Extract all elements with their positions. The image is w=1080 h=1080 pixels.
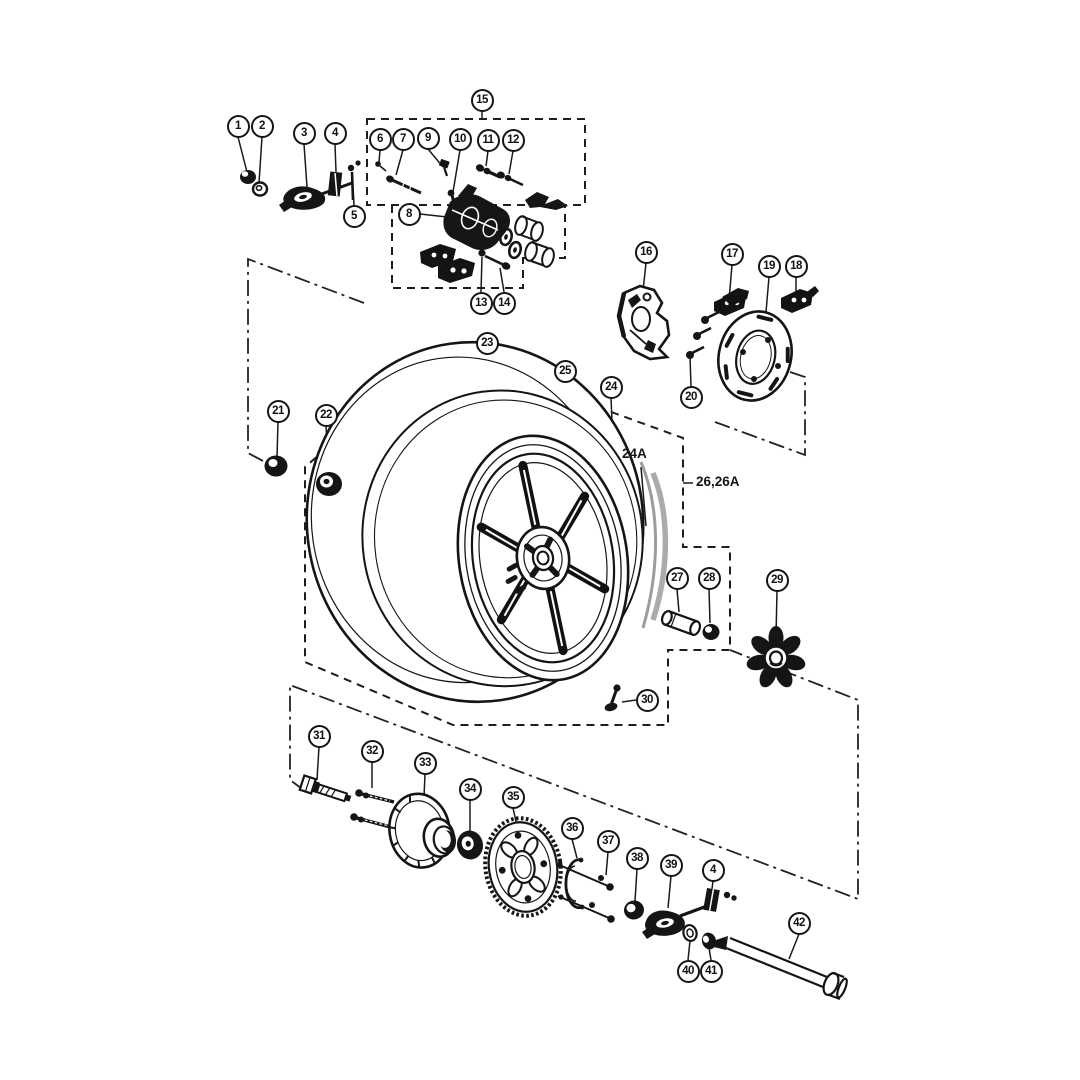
callout-11: 11 <box>476 128 500 152</box>
pad-pin-part-13 <box>478 249 486 257</box>
hub-studs <box>505 562 527 594</box>
callout-2: 2 <box>250 114 274 138</box>
pin-part-5 <box>347 160 361 201</box>
brake-disc-group <box>616 284 819 402</box>
caliper-bracket-part-16 <box>616 284 671 361</box>
rim-band-24A <box>639 461 657 629</box>
brake-pad-part-17 <box>714 288 749 316</box>
brake-hose-clamp <box>525 192 568 210</box>
adjuster-block-part-4 <box>327 171 343 197</box>
callout-4: 4 <box>323 121 347 145</box>
part-label-24A: 24A <box>622 446 647 461</box>
adjuster-block-part-4b <box>703 887 720 912</box>
screw-part-6 <box>375 161 381 167</box>
callout-33: 33 <box>413 751 437 775</box>
pad-bolt-part-14 <box>484 254 511 270</box>
bottom-hub-sprocket-group <box>298 774 848 1001</box>
callout-10: 10 <box>448 127 472 151</box>
callout-32: 32 <box>360 739 384 763</box>
part-label-26-26A: 26,26A <box>696 474 740 489</box>
phantom-lines <box>247 257 859 901</box>
callout-22: 22 <box>314 403 338 427</box>
left-spacer-seal <box>264 455 342 496</box>
callout-25: 25 <box>553 359 577 383</box>
nut-part-41 <box>701 932 717 950</box>
washer-part-40 <box>682 923 698 943</box>
callout-4-b: 4 <box>701 858 725 882</box>
callout-16: 16 <box>634 240 658 264</box>
callout-42: 42 <box>787 911 811 935</box>
callout-21: 21 <box>266 399 290 423</box>
callout-1: 1 <box>226 114 250 138</box>
callout-24: 24 <box>599 375 623 399</box>
bolt-part-7 <box>386 175 422 195</box>
callout-30: 30 <box>635 688 659 712</box>
callout-13: 13 <box>469 291 493 315</box>
disc-bolts-part-20 <box>686 310 720 359</box>
caliper-pistons <box>514 215 555 268</box>
callout-6: 6 <box>368 127 392 151</box>
callout-12: 12 <box>501 128 525 152</box>
callout-40: 40 <box>676 959 700 983</box>
callout-23: 23 <box>475 331 499 355</box>
brake-disc-part-19 <box>717 310 793 402</box>
chain-adjuster-part-39 <box>642 904 708 939</box>
tire-and-wheel-group <box>305 340 669 712</box>
callout-3: 3 <box>292 121 316 145</box>
callout-9: 9 <box>416 126 440 150</box>
callout-41: 41 <box>699 959 723 983</box>
fitting-part-9 <box>438 158 450 177</box>
spacer-part-38 <box>624 900 644 920</box>
hub-part-33 <box>388 792 457 869</box>
brake-caliper-part-8 <box>443 184 511 251</box>
brake-caliper-group <box>375 158 568 283</box>
callout-18: 18 <box>784 254 808 278</box>
rim-band-26 <box>650 471 669 621</box>
callout-19: 19 <box>757 254 781 278</box>
wheel-part-24-25 <box>456 434 630 682</box>
callout-29: 29 <box>765 568 789 592</box>
callout-14: 14 <box>492 291 516 315</box>
callout-15: 15 <box>470 88 494 112</box>
callout-39: 39 <box>659 853 683 877</box>
right-spacer-group <box>660 609 806 688</box>
callout-36: 36 <box>560 816 584 840</box>
callout-20: 20 <box>679 385 703 409</box>
spacer-tube-part-27 <box>660 609 702 637</box>
adjuster-bolt-part-31 <box>298 774 352 803</box>
sprocket-part-35 <box>483 816 563 918</box>
callout-37: 37 <box>596 829 620 853</box>
axle-nut-washer-adjuster-parts <box>240 160 361 212</box>
valve-stem-part-30 <box>604 684 621 712</box>
piston-seals <box>498 227 523 260</box>
callout-8: 8 <box>397 202 421 226</box>
callout-17: 17 <box>720 242 744 266</box>
callout-38: 38 <box>625 846 649 870</box>
callout-7: 7 <box>391 127 415 151</box>
spoke-centerlines <box>485 469 601 647</box>
callout-5: 5 <box>342 204 366 228</box>
bolts-part-37 <box>556 862 615 923</box>
callout-34: 34 <box>458 777 482 801</box>
callout-28: 28 <box>697 566 721 590</box>
disc-bolt-holes <box>740 337 781 382</box>
brake-pad-part-18 <box>781 286 819 313</box>
callout-31: 31 <box>307 724 331 748</box>
callout-35: 35 <box>501 785 525 809</box>
brake-pads <box>420 244 475 283</box>
hose-fitting-part-12 <box>497 171 524 187</box>
cush-drive-part-29 <box>746 626 806 688</box>
seal-part-34 <box>456 830 484 860</box>
axle-part-42 <box>714 936 848 1001</box>
callout-27: 27 <box>665 566 689 590</box>
